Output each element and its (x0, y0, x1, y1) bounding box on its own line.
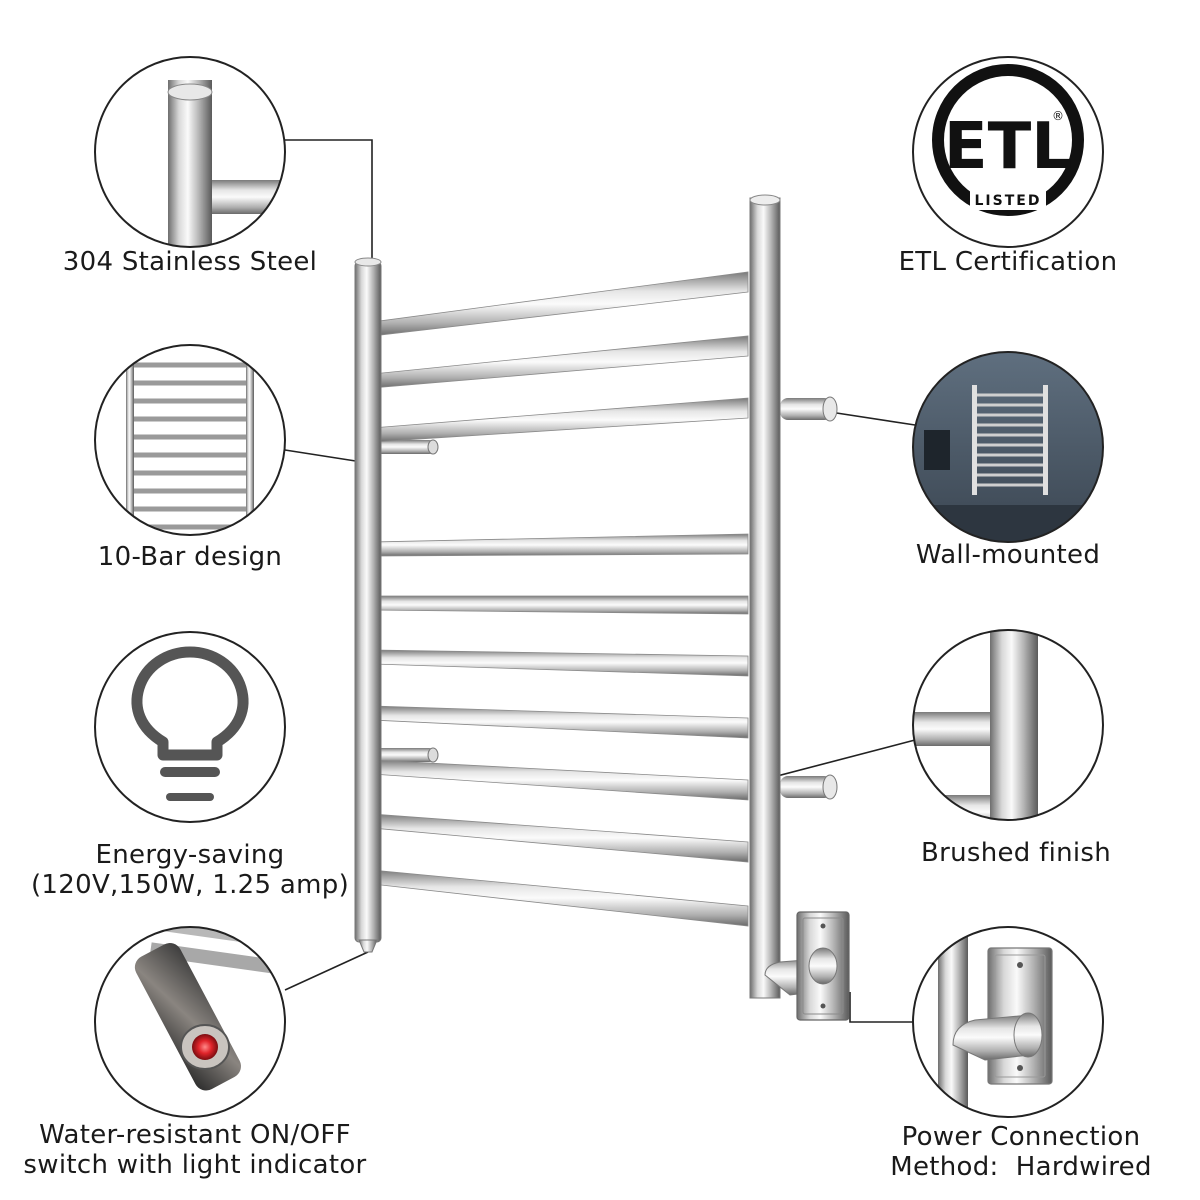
connector-lines (284, 139, 916, 1023)
feature-label-power: Power Connection Method: Hardwired (890, 1122, 1152, 1182)
power-switch-icon (94, 926, 286, 1118)
connector-power (849, 992, 915, 1023)
connector-switch (284, 951, 369, 991)
towel-rack (354, 194, 850, 1021)
bathroom-wall-icon (912, 351, 1104, 543)
brushed-metal-icon (912, 629, 1104, 821)
wall-plate-icon (912, 926, 1104, 1118)
horizontal-bars (371, 271, 749, 927)
feature-label-wall: Wall-mounted (915, 540, 1101, 570)
connector-wall (829, 411, 916, 426)
etl-registered: ® (1052, 109, 1064, 123)
feature-label-steel: 304 Stainless Steel (62, 247, 318, 277)
feature-label-finish: Brushed finish (920, 838, 1112, 868)
steel-pipe-icon (94, 56, 286, 248)
towel-rack-icon (94, 344, 286, 536)
feature-label-switch: Water-resistant ON/OFF switch with light… (23, 1120, 367, 1180)
etl-letters: ETL (944, 110, 1072, 184)
connector-steel (285, 139, 373, 262)
connector-finish (761, 739, 916, 781)
etl-logo-icon: ETL ® LISTED (912, 56, 1104, 248)
feature-label-bars: 10-Bar design (97, 542, 283, 572)
right-pole (749, 197, 781, 999)
feature-label-energy: Energy-saving (120V,150W, 1.25 amp) (30, 840, 350, 900)
light-bulb-icon (94, 631, 286, 823)
connector-bars (284, 449, 363, 463)
feature-label-etl: ETL Certification (898, 247, 1118, 277)
etl-listed: LISTED (975, 193, 1042, 209)
